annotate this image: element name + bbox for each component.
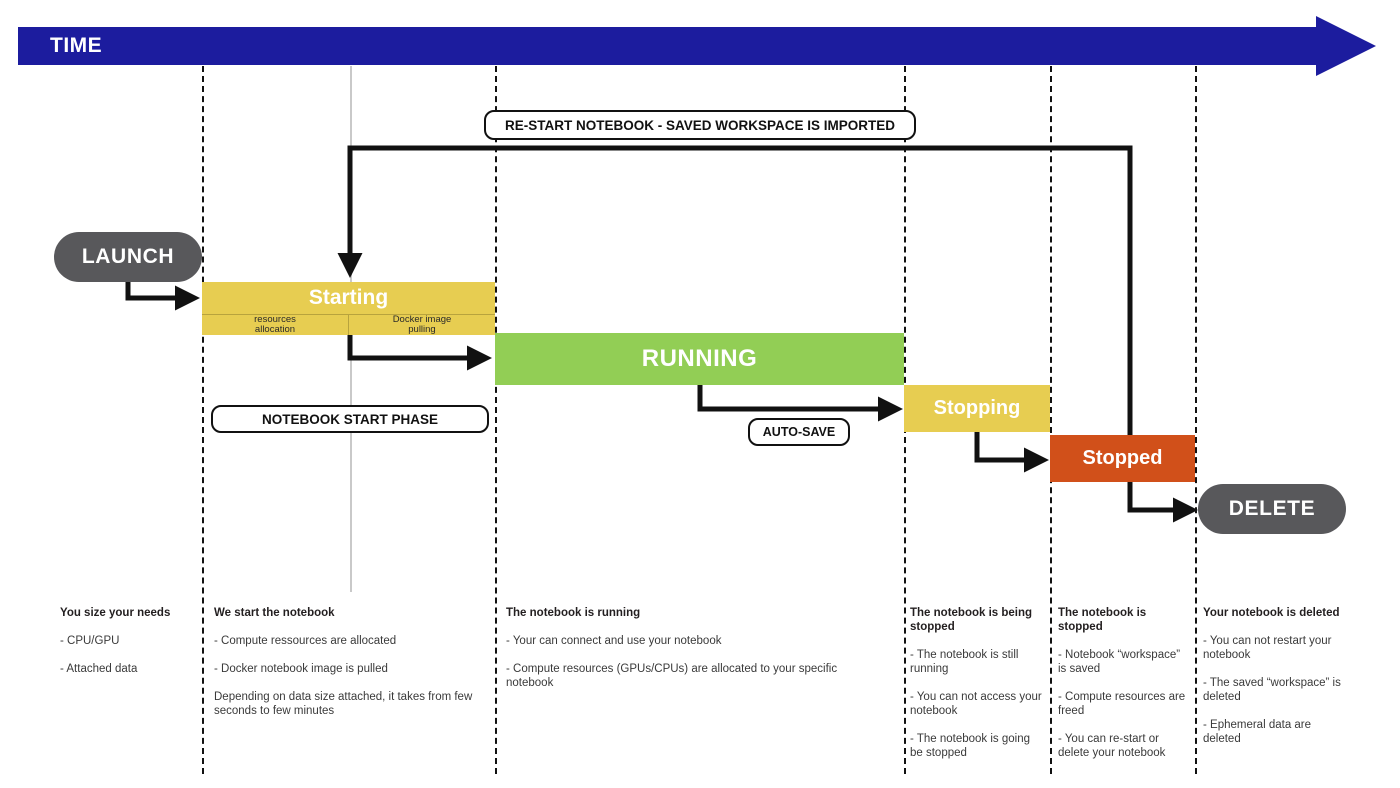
- delete-pill[interactable]: DELETE: [1198, 484, 1346, 534]
- state-starting[interactable]: Starting: [202, 282, 495, 314]
- state-running[interactable]: RUNNING: [495, 333, 904, 385]
- phase-divider-2: [495, 66, 497, 774]
- description-column-2-item-0: - Compute ressources are allocated: [214, 635, 397, 647]
- substep-resources-allocation-line1: resources: [254, 314, 296, 325]
- description-column-6-title: Your notebook is deleted: [1203, 607, 1340, 619]
- description-column-6: Your notebook is deleted - You can not r…: [1203, 606, 1343, 760]
- phase-divider-5: [1195, 66, 1197, 774]
- time-axis-label: TIME: [50, 34, 103, 57]
- substep-docker-image-pulling: Docker image pulling: [348, 315, 495, 335]
- substep-resources-allocation-line2: allocation: [254, 324, 296, 335]
- delete-pill-label: DELETE: [1228, 497, 1316, 520]
- substep-docker-image-pulling-line2: pulling: [408, 324, 436, 335]
- note-auto-save: AUTO-SAVE: [748, 418, 850, 446]
- time-axis-bar: TIME: [18, 27, 1318, 65]
- time-arrow-head-icon: [1316, 16, 1376, 76]
- description-column-4-item-1: - You can not access your notebook: [910, 691, 1042, 717]
- description-column-5-title: The notebook is stopped: [1058, 607, 1147, 633]
- note-notebook-start-phase-label: NOTEBOOK START PHASE: [261, 411, 438, 427]
- description-column-3-item-0: - Your can connect and use your notebook: [506, 635, 722, 647]
- description-column-5-item-1: - Compute resources are freed: [1058, 691, 1186, 717]
- phase-divider-4: [1050, 66, 1052, 774]
- substep-docker-image-pulling-line1: Docker image: [392, 314, 452, 325]
- arrow-launch-to-starting: [125, 282, 200, 311]
- arrow-stopped-to-delete: [1127, 482, 1198, 523]
- description-column-2-item-1: - Docker notebook image is pulled: [214, 663, 388, 675]
- note-restart-notebook-label: RE-START NOTEBOOK - SAVED WORKSPACE IS I…: [504, 117, 895, 133]
- substep-resources-allocation: resources allocation: [202, 315, 348, 335]
- state-stopped[interactable]: Stopped: [1050, 435, 1195, 482]
- description-column-6-item-1: - The saved “workspace” is deleted: [1203, 677, 1341, 703]
- description-column-6-item-0: - You can not restart your notebook: [1203, 635, 1332, 661]
- description-column-5-item-2: - You can re-start or delete your notebo…: [1058, 733, 1166, 759]
- description-column-2-title: We start the notebook: [214, 607, 335, 619]
- description-column-3: The notebook is running - Your can conne…: [506, 606, 878, 704]
- note-notebook-start-phase: NOTEBOOK START PHASE: [211, 405, 489, 433]
- arrow-running-to-stopping: [697, 385, 903, 422]
- description-column-1-title: You size your needs: [60, 607, 171, 619]
- launch-pill-label: LAUNCH: [81, 245, 175, 268]
- description-column-4-title: The notebook is being stopped: [910, 607, 1033, 633]
- description-column-4-item-2: - The notebook is going be stopped: [910, 733, 1030, 759]
- state-starting-substeps: resources allocation Docker image pullin…: [202, 314, 495, 335]
- description-column-4-item-0: - The notebook is still running: [910, 649, 1019, 675]
- description-column-5: The notebook is stopped - Notebook “work…: [1058, 606, 1188, 774]
- description-column-3-item-1: - Compute resources (GPUs/CPUs) are allo…: [506, 663, 838, 689]
- launch-pill[interactable]: LAUNCH: [54, 232, 202, 282]
- state-stopping[interactable]: Stopping: [904, 385, 1050, 432]
- arrow-starting-to-running: [347, 334, 492, 371]
- description-column-5-item-0: - Notebook “workspace” is saved: [1058, 649, 1181, 675]
- state-running-label: RUNNING: [641, 345, 758, 372]
- state-stopped-label: Stopped: [1082, 447, 1163, 469]
- phase-divider-1: [202, 66, 204, 774]
- description-column-1-item-1: - Attached data: [60, 663, 138, 675]
- state-stopping-label: Stopping: [933, 397, 1021, 419]
- description-column-3-title: The notebook is running: [506, 607, 641, 619]
- description-column-2-item-2: Depending on data size attached, it take…: [214, 691, 473, 717]
- description-column-2: We start the notebook - Compute ressourc…: [214, 606, 480, 732]
- note-restart-notebook: RE-START NOTEBOOK - SAVED WORKSPACE IS I…: [484, 110, 916, 140]
- description-column-6-item-2: - Ephemeral data are deleted: [1203, 719, 1312, 745]
- arrow-stopping-to-stopped: [974, 432, 1049, 473]
- description-column-4: The notebook is being stopped - The note…: [910, 606, 1042, 774]
- description-column-1-item-0: - CPU/GPU: [60, 635, 120, 647]
- description-column-1: You size your needs - CPU/GPU - Attached…: [60, 606, 196, 690]
- state-starting-label: Starting: [308, 286, 389, 309]
- note-auto-save-label: AUTO-SAVE: [762, 425, 836, 439]
